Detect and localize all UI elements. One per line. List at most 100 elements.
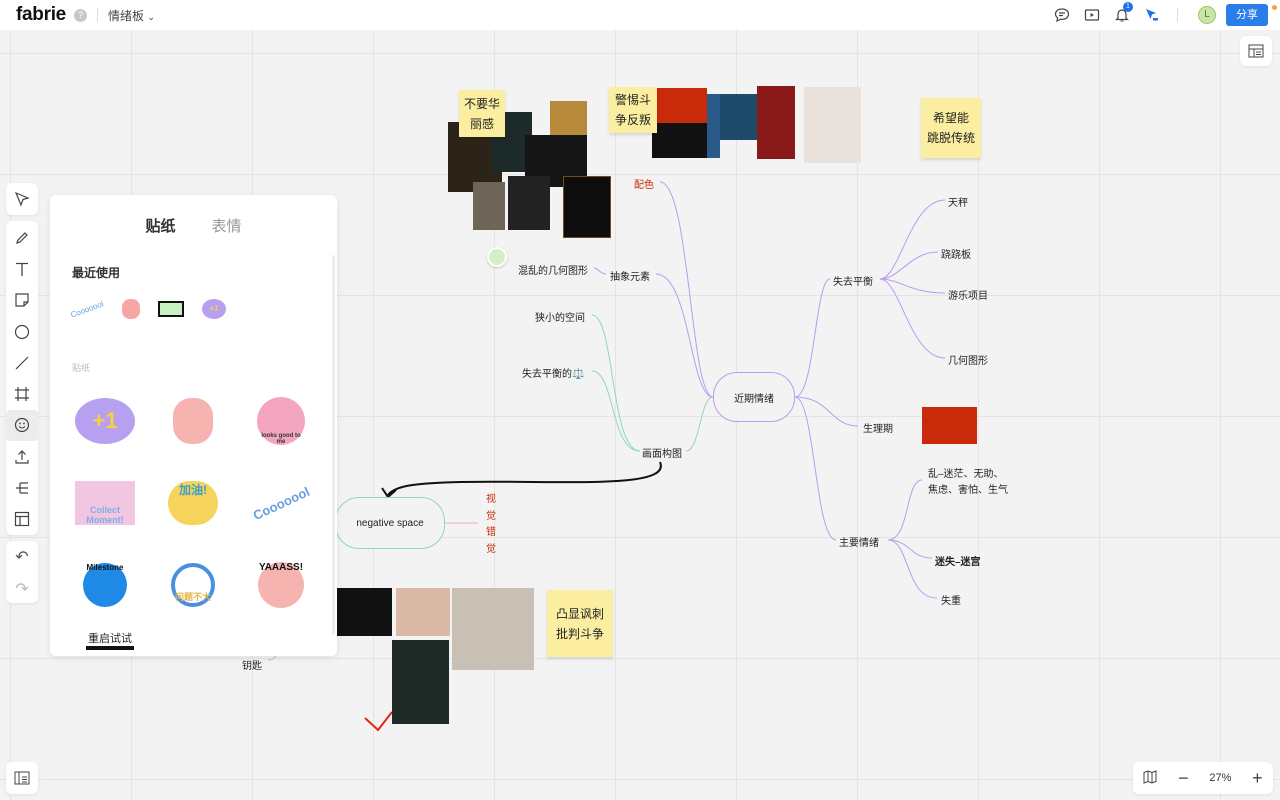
pen-tool[interactable] (6, 222, 38, 253)
image-blue-strip[interactable] (707, 94, 720, 158)
image-red-black-block[interactable] (652, 88, 707, 158)
node-main-emotion[interactable]: 主要情绪 (839, 538, 879, 549)
node-composition[interactable]: 画面构图 (642, 449, 682, 460)
layout-panel-button[interactable] (1240, 36, 1272, 66)
image-marble[interactable] (473, 182, 505, 230)
node-lose-balance-scale[interactable]: 失去平衡的⚖️ (522, 369, 585, 380)
node-char: 视 (486, 494, 496, 505)
sticky-text: 警惕斗 (614, 93, 651, 107)
tab-stickers[interactable]: 贴纸 (145, 218, 176, 235)
mindmap-tool[interactable] (6, 472, 38, 503)
template-tool[interactable] (6, 504, 38, 535)
app-logo[interactable]: fabrie (16, 4, 66, 25)
text-tool[interactable] (6, 253, 38, 284)
image-poster-1[interactable] (720, 94, 757, 140)
sidebar-icon (14, 771, 30, 785)
node-lost-maze[interactable]: 迷失–迷宫 (935, 557, 981, 568)
sticky-note-no-luxury[interactable]: 不要华丽感 (459, 90, 505, 137)
sticker-restart[interactable]: 重启试试 (70, 632, 150, 656)
sticker-yaaass[interactable]: YAAASS! (246, 550, 316, 620)
image-handshake[interactable] (396, 588, 450, 636)
sticker-text: looks good to me (257, 397, 305, 445)
sticker-cool[interactable]: Cooooool (246, 468, 316, 538)
bell-icon[interactable]: 1 (1107, 0, 1137, 30)
image-black-gold[interactable] (563, 176, 611, 238)
cursor-follow-icon[interactable] (1137, 0, 1167, 30)
sticky-note-tool[interactable] (6, 285, 38, 316)
outline-toggle-button[interactable] (6, 762, 38, 794)
upload-icon (15, 449, 29, 464)
node-chaotic-geometry[interactable]: 混乱的几何图形 (518, 266, 588, 277)
image-poster-2[interactable] (757, 86, 795, 159)
node-color[interactable]: 配色 (634, 180, 654, 191)
node-geometry[interactable]: 几何图形 (948, 356, 988, 367)
pointer-icon (14, 191, 30, 207)
board-name: 情绪板 (107, 8, 144, 23)
node-visual-illusion[interactable]: 视觉错觉 (486, 492, 496, 558)
node-libra[interactable]: 天秤 (948, 198, 968, 209)
node-emotion-list[interactable]: 乱–迷茫、无助、焦虑、害怕、生气 (928, 467, 1008, 499)
sticker-jiayou[interactable]: 加油! (158, 468, 228, 538)
sticker-no-problem[interactable]: 问题不大 (158, 550, 228, 620)
node-amusement[interactable]: 游乐项目 (948, 291, 988, 302)
node-seesaw[interactable]: 跷跷板 (941, 250, 971, 261)
panel-scrollbar[interactable] (332, 255, 335, 635)
whiteboard-canvas[interactable] (0, 30, 1280, 800)
image-red-swatch[interactable] (922, 407, 977, 444)
image-gun[interactable] (337, 588, 392, 636)
sticker-finger-heart[interactable] (158, 386, 228, 456)
image-key[interactable] (392, 640, 449, 724)
sticker-milestone[interactable]: Milestone (70, 550, 140, 620)
mindmap-center-node[interactable]: 近期情绪 (713, 372, 795, 422)
node-small-space[interactable]: 狭小的空间 (535, 313, 585, 324)
sticker-restart-recent[interactable] (158, 301, 184, 317)
node-weightless[interactable]: 失重 (941, 596, 961, 607)
node-key[interactable]: 钥匙 (242, 661, 262, 672)
present-icon[interactable] (1077, 0, 1107, 30)
board-name-dropdown[interactable]: 情绪板 ⌄ (108, 7, 155, 24)
notification-badge: 1 (1123, 2, 1133, 12)
sticker-grid: +1 looks good to me Collect Moment! 加油! … (70, 386, 337, 656)
zoom-in-button[interactable]: + (1252, 767, 1263, 788)
frame-tool[interactable] (6, 378, 38, 409)
image-dark-collage-4[interactable] (508, 176, 550, 230)
status-dot (1272, 5, 1277, 10)
sticky-note-rebellion[interactable]: 警惕斗争反叛 (609, 87, 657, 133)
image-illustration[interactable] (804, 87, 861, 163)
comment-marker[interactable] (487, 247, 507, 267)
node-period[interactable]: 生理期 (863, 424, 893, 435)
stickers-section-title: 贴纸 (72, 363, 91, 373)
sticker-text: 问题不大 (171, 563, 215, 607)
line-tool[interactable] (6, 347, 38, 378)
zoom-level[interactable]: 27% (1209, 772, 1232, 784)
help-icon[interactable]: ? (73, 8, 87, 22)
minimap-icon[interactable] (1143, 769, 1157, 787)
divider (96, 8, 98, 22)
sticker-finger-heart-recent[interactable] (122, 299, 140, 319)
sticky-note-break-tradition[interactable]: 希望能跳脱传统 (921, 98, 981, 158)
image-scales[interactable] (452, 588, 534, 670)
negative-space-node[interactable]: negative space (335, 497, 445, 549)
sticker-text: Milestone (83, 563, 127, 607)
sticker-plus-one[interactable]: +1 (70, 386, 140, 456)
avatar[interactable]: L (1198, 6, 1216, 24)
node-abstract[interactable]: 抽象元素 (610, 272, 650, 283)
tab-emoji[interactable]: 表情 (211, 218, 242, 235)
sticky-note-satire[interactable]: 凸显讽刺批判斗争 (547, 590, 613, 657)
node-line: 乱–迷茫、无助、 (928, 469, 1004, 480)
sticker-collect-moment[interactable]: Collect Moment! (70, 468, 140, 538)
redo-button[interactable]: ↷ (6, 573, 38, 605)
sticker-tool[interactable] (6, 409, 38, 442)
upload-tool[interactable] (6, 441, 38, 472)
node-lose-balance[interactable]: 失去平衡 (833, 277, 873, 288)
sticky-text: 不要华 (463, 96, 500, 111)
sticker-cool-recent[interactable]: Cooooool (69, 298, 105, 320)
share-button[interactable]: 分享 (1226, 4, 1268, 26)
comment-icon[interactable] (1047, 0, 1077, 30)
zoom-out-button[interactable]: − (1178, 767, 1189, 788)
shape-tool[interactable] (6, 316, 38, 347)
select-tool[interactable] (6, 183, 38, 215)
undo-button[interactable]: ↶ (6, 541, 38, 573)
sticker-plus-one-recent[interactable]: +1 (202, 299, 226, 319)
sticker-looks-good[interactable]: looks good to me (246, 386, 316, 456)
